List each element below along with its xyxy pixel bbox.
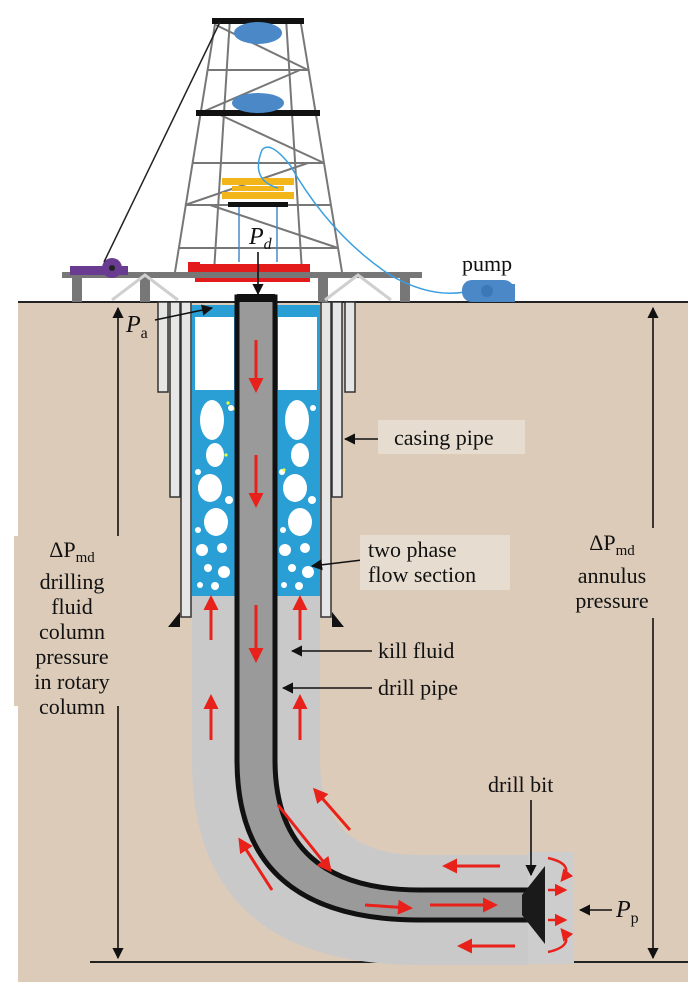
svg-text:pressure: pressure	[575, 588, 648, 613]
drill-pipe-top	[237, 294, 275, 302]
svg-text:in rotary: in rotary	[34, 669, 109, 694]
flow-arrows	[203, 340, 515, 954]
pump-label: pump	[462, 251, 512, 276]
svg-text:annulus: annulus	[578, 563, 646, 588]
drill-bit	[522, 866, 545, 944]
svg-text:fluid: fluid	[51, 594, 93, 619]
svg-text:column: column	[39, 694, 105, 719]
two-phase-label-1: two phase	[368, 537, 457, 562]
travelling-block	[232, 93, 284, 113]
crown-block	[234, 22, 282, 44]
rig-truss	[111, 273, 392, 302]
rig-floor	[62, 272, 422, 302]
drill-pipe-label: drill pipe	[378, 675, 458, 700]
kill-fluid-label: kill fluid	[378, 638, 454, 663]
drill-bit-label: drill bit	[488, 772, 553, 797]
gas-bubbles	[195, 400, 316, 590]
pa-arrow	[154, 304, 214, 321]
right-pressure-label: ΔPmd annulus pressure	[575, 530, 648, 613]
svg-text:drilling: drilling	[40, 569, 105, 594]
highlight-dots	[224, 401, 286, 472]
casing-shoe-right	[332, 612, 344, 627]
pa-label: Pa	[125, 312, 148, 342]
two-phase-arrow	[310, 559, 363, 571]
left-pressure-label: ΔPmd drilling fluid column pressure in r…	[34, 537, 109, 719]
casing-pipe-label: casing pipe	[394, 425, 494, 450]
mud-hose	[257, 146, 466, 294]
svg-text:ΔPmd: ΔPmd	[49, 537, 95, 566]
bit-jet-arrows	[547, 856, 574, 954]
two-phase-label-2: flow section	[368, 562, 476, 587]
svg-text:column: column	[39, 619, 105, 644]
swivel	[222, 178, 294, 199]
mud-pump	[462, 280, 515, 302]
drawworks	[70, 258, 128, 278]
drill-line	[103, 21, 221, 263]
pd-label: Pd	[248, 224, 273, 253]
casing-shoe-left	[168, 612, 180, 627]
svg-text:ΔPmd: ΔPmd	[589, 530, 635, 559]
pp-label: Pp	[615, 897, 639, 927]
casing-pipe	[157, 301, 356, 618]
svg-text:pressure: pressure	[35, 644, 108, 669]
